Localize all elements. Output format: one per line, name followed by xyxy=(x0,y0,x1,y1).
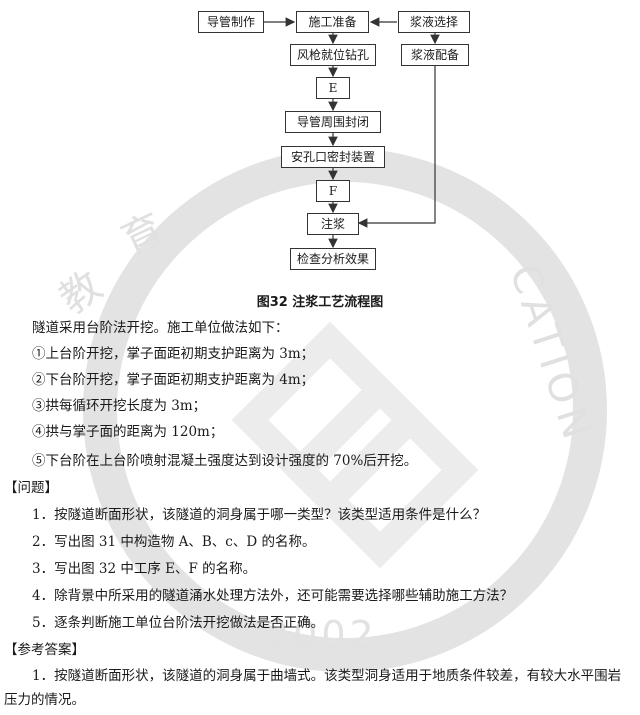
box-orifice-seal: 安孔口密封装置 xyxy=(281,146,385,168)
flowchart-connectors xyxy=(264,17,440,249)
box-grouting: 注浆 xyxy=(307,213,359,235)
box-step-f: F xyxy=(316,180,350,202)
background-item-4: ④拱与掌子面的距离为 120m； xyxy=(32,424,224,440)
box-step-e: E xyxy=(316,77,350,99)
question-2: 2．写出图 31 中构造物 A、B、c、D 的名称。 xyxy=(32,534,316,550)
background-item-1: ①上台阶开挖，掌子面距初期支护距离为 3m； xyxy=(32,346,315,362)
box-slurry-select: 浆液选择 xyxy=(398,11,470,33)
answer-1: 1．按隧道断面形状，该隧道的洞身属于曲墙式。该类型洞身适用于地质条件较差，有较大… xyxy=(4,668,622,708)
question-1: 1．按隧道断面形状，该隧道的洞身属于哪一类型？该类型适用条件是什么？ xyxy=(32,507,487,523)
box-conduit-make: 导管制作 xyxy=(198,11,264,33)
box-slurry-mix: 浆液配备 xyxy=(401,44,469,66)
background-item-3: ③拱每循环开挖长度为 3m； xyxy=(32,398,207,414)
box-inspect: 检查分析效果 xyxy=(290,248,376,270)
watermark-latin: CATION xyxy=(500,259,601,450)
box-construction-prep: 施工准备 xyxy=(296,11,369,33)
figure-caption: 图32 注浆工艺流程图 xyxy=(256,295,384,310)
box-conduit-seal: 导管周围封闭 xyxy=(285,111,381,133)
background-intro: 隧道采用台阶法开挖。施工单位做法如下： xyxy=(32,320,289,336)
box-drill-position: 风枪就位钻孔 xyxy=(290,44,376,66)
background-item-5: ⑤下台阶在上台阶喷射混凝土强度达到设计强度的 70%后开挖。 xyxy=(32,453,418,469)
question-5: 5．逐条判断施工单位台阶法开挖做法是否正确。 xyxy=(32,615,325,631)
question-4: 4．除背景中所采用的隧道涌水处理方法外，还可能需要选择哪些辅助施工方法？ xyxy=(32,588,514,604)
answers-heading: 【参考答案】 xyxy=(4,642,85,658)
questions-heading: 【问题】 xyxy=(4,480,58,496)
grouting-flowchart: 导管制作 施工准备 浆液选择 风枪就位钻孔 浆液配备 E 导管周围封闭 安孔口密… xyxy=(0,0,640,285)
background-item-2: ②下台阶开挖，掌子面距初期支护距离为 4m； xyxy=(32,372,315,388)
question-3: 3．写出图 32 中工序 E、F 的名称。 xyxy=(32,561,257,577)
